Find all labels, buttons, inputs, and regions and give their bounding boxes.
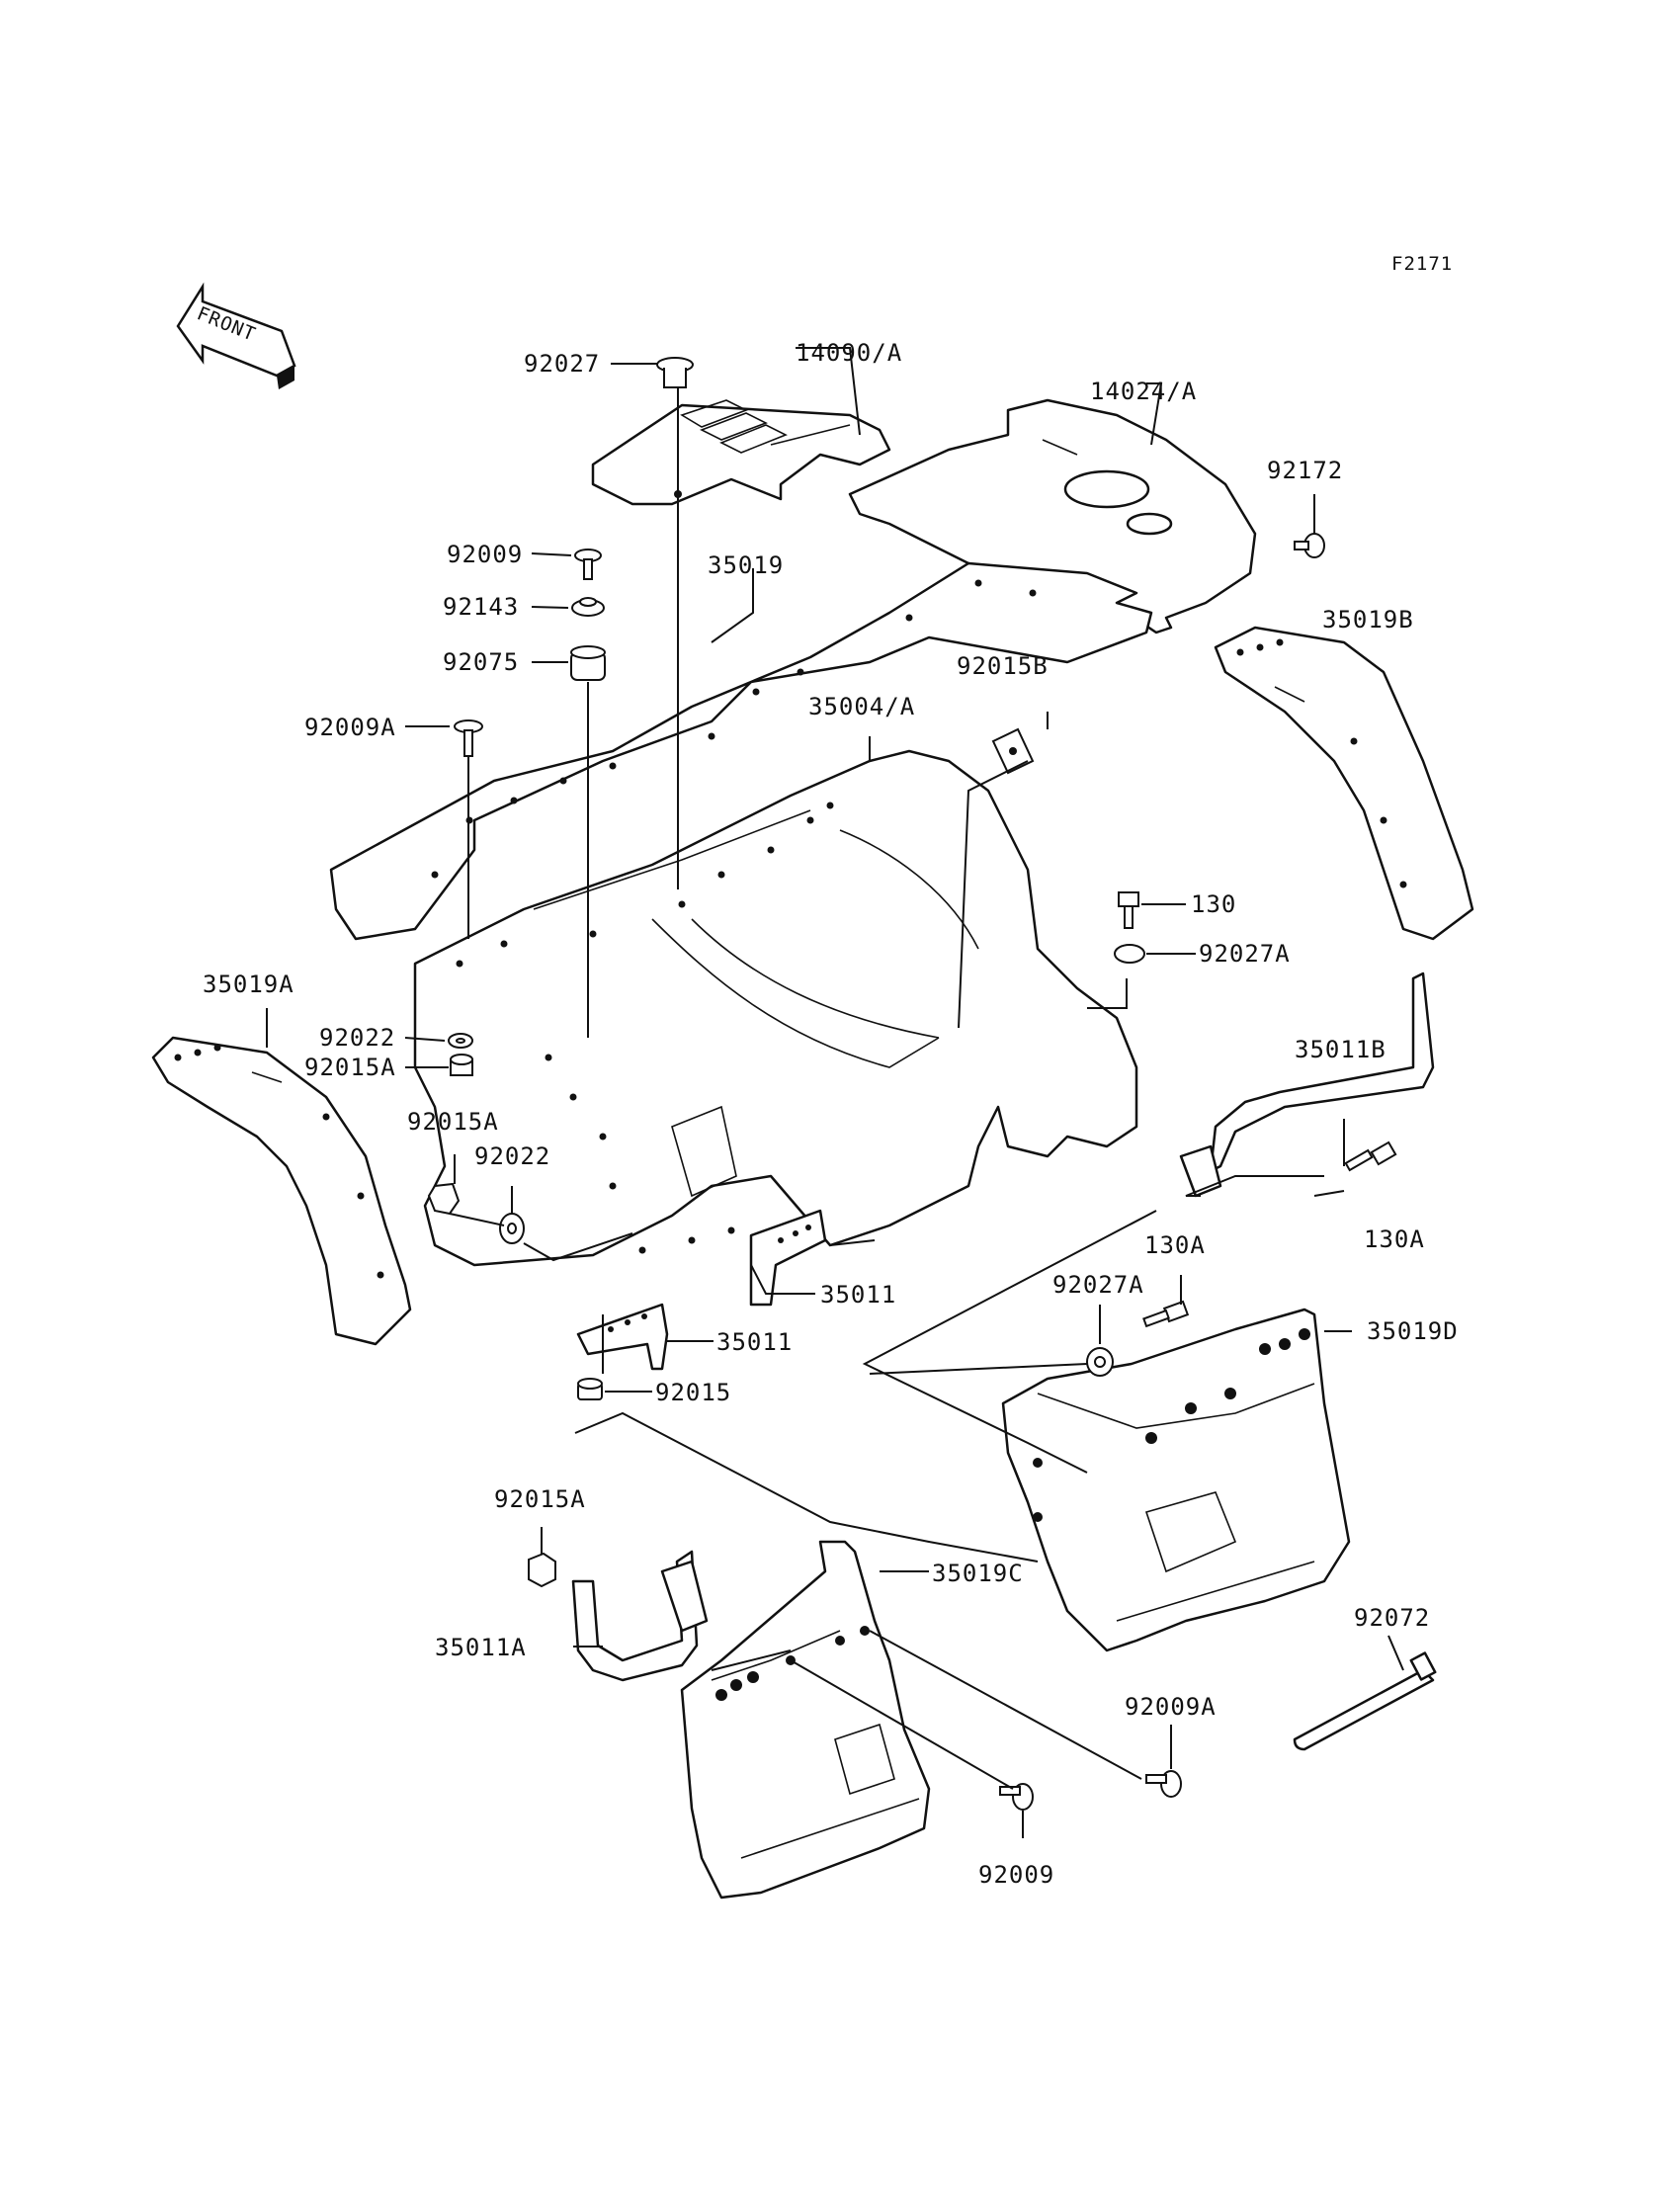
grommet-icon-92027A-mid — [1086, 1347, 1114, 1377]
bolt-icon-92009-top — [574, 549, 602, 580]
top-cover-part — [591, 399, 891, 506]
bolt-icon-130A-right — [1344, 1141, 1397, 1172]
screw-icon-92172 — [1294, 533, 1325, 558]
front-direction-arrow-icon: FRONT — [176, 282, 296, 389]
label-35019A: 35019A — [203, 971, 294, 998]
label-35019: 35019 — [708, 551, 784, 579]
label-130A-right: 130A — [1364, 1225, 1425, 1253]
lower-bracket-part — [571, 1550, 709, 1682]
label-92027A-mid: 92027A — [1052, 1271, 1144, 1299]
cable-tie-part — [1293, 1651, 1437, 1751]
label-130: 130 — [1191, 890, 1236, 918]
right-lower-guard-part — [1001, 1308, 1351, 1652]
stay-bar-part — [1179, 972, 1435, 1198]
nut-clip-icon-92015B — [991, 727, 1035, 775]
grommet-icon-92027A-right — [1114, 944, 1145, 964]
label-92072: 92072 — [1354, 1604, 1430, 1632]
label-92143: 92143 — [443, 593, 519, 621]
label-92015: 92015 — [655, 1379, 731, 1406]
washer-icon-92022-b — [499, 1213, 525, 1244]
label-92009-bottom: 92009 — [978, 1861, 1054, 1889]
label-35019B: 35019B — [1322, 606, 1414, 634]
grommet-icon-92075 — [570, 645, 606, 681]
label-92009A-bottom: 92009A — [1125, 1693, 1217, 1721]
nut-icon-92015 — [577, 1378, 603, 1400]
figure-code: F2171 — [1391, 253, 1453, 275]
label-35011-a: 35011 — [820, 1281, 896, 1309]
label-14024A: 14024/A — [1090, 378, 1197, 405]
right-mudflap-part — [1214, 626, 1474, 941]
label-14090A: 14090/A — [796, 339, 902, 367]
label-92075: 92075 — [443, 648, 519, 676]
label-92027A-right: 92027A — [1199, 940, 1291, 968]
nut-icon-92015A-a — [450, 1054, 473, 1076]
label-92022-a: 92022 — [319, 1024, 395, 1052]
label-92027: 92027 — [524, 350, 600, 378]
rubber-cap-icon-top — [656, 357, 694, 388]
label-35011A: 35011A — [435, 1634, 527, 1661]
label-92015A-b: 92015A — [407, 1108, 499, 1136]
bolt-icon-130 — [1118, 891, 1139, 929]
main-rear-fender-part — [413, 749, 1138, 1267]
label-35011B: 35011B — [1295, 1036, 1386, 1063]
bolt-icon-92009A-bottom — [1145, 1770, 1182, 1798]
bolt-icon-92009-bottom — [999, 1783, 1034, 1811]
label-35004A: 35004/A — [808, 693, 915, 720]
label-92009-top: 92009 — [447, 541, 523, 568]
bolt-icon-92009A-top — [454, 719, 483, 757]
leader-lines — [266, 347, 1404, 1838]
left-lower-guard-part — [680, 1540, 931, 1900]
label-35019C: 35019C — [932, 1560, 1024, 1587]
washer-icon-92022-a — [448, 1033, 473, 1049]
label-35019D: 35019D — [1367, 1317, 1459, 1345]
label-92015A-c: 92015A — [494, 1485, 586, 1513]
nut-icon-92015A-c — [528, 1552, 556, 1588]
label-92015B: 92015B — [957, 652, 1049, 680]
bracket-b-part — [576, 1303, 669, 1371]
label-35011-b: 35011 — [716, 1328, 793, 1356]
label-92172: 92172 — [1267, 457, 1343, 484]
label-92022-b: 92022 — [474, 1142, 550, 1170]
label-92009A-top: 92009A — [304, 714, 396, 741]
collar-icon-92143 — [571, 597, 605, 617]
label-130A-mid: 130A — [1144, 1231, 1206, 1259]
label-92015A-a: 92015A — [304, 1054, 396, 1081]
bolt-icon-130A-mid — [1142, 1300, 1190, 1328]
bracket-a-part — [749, 1209, 827, 1307]
left-mudflap-part — [151, 1036, 412, 1346]
